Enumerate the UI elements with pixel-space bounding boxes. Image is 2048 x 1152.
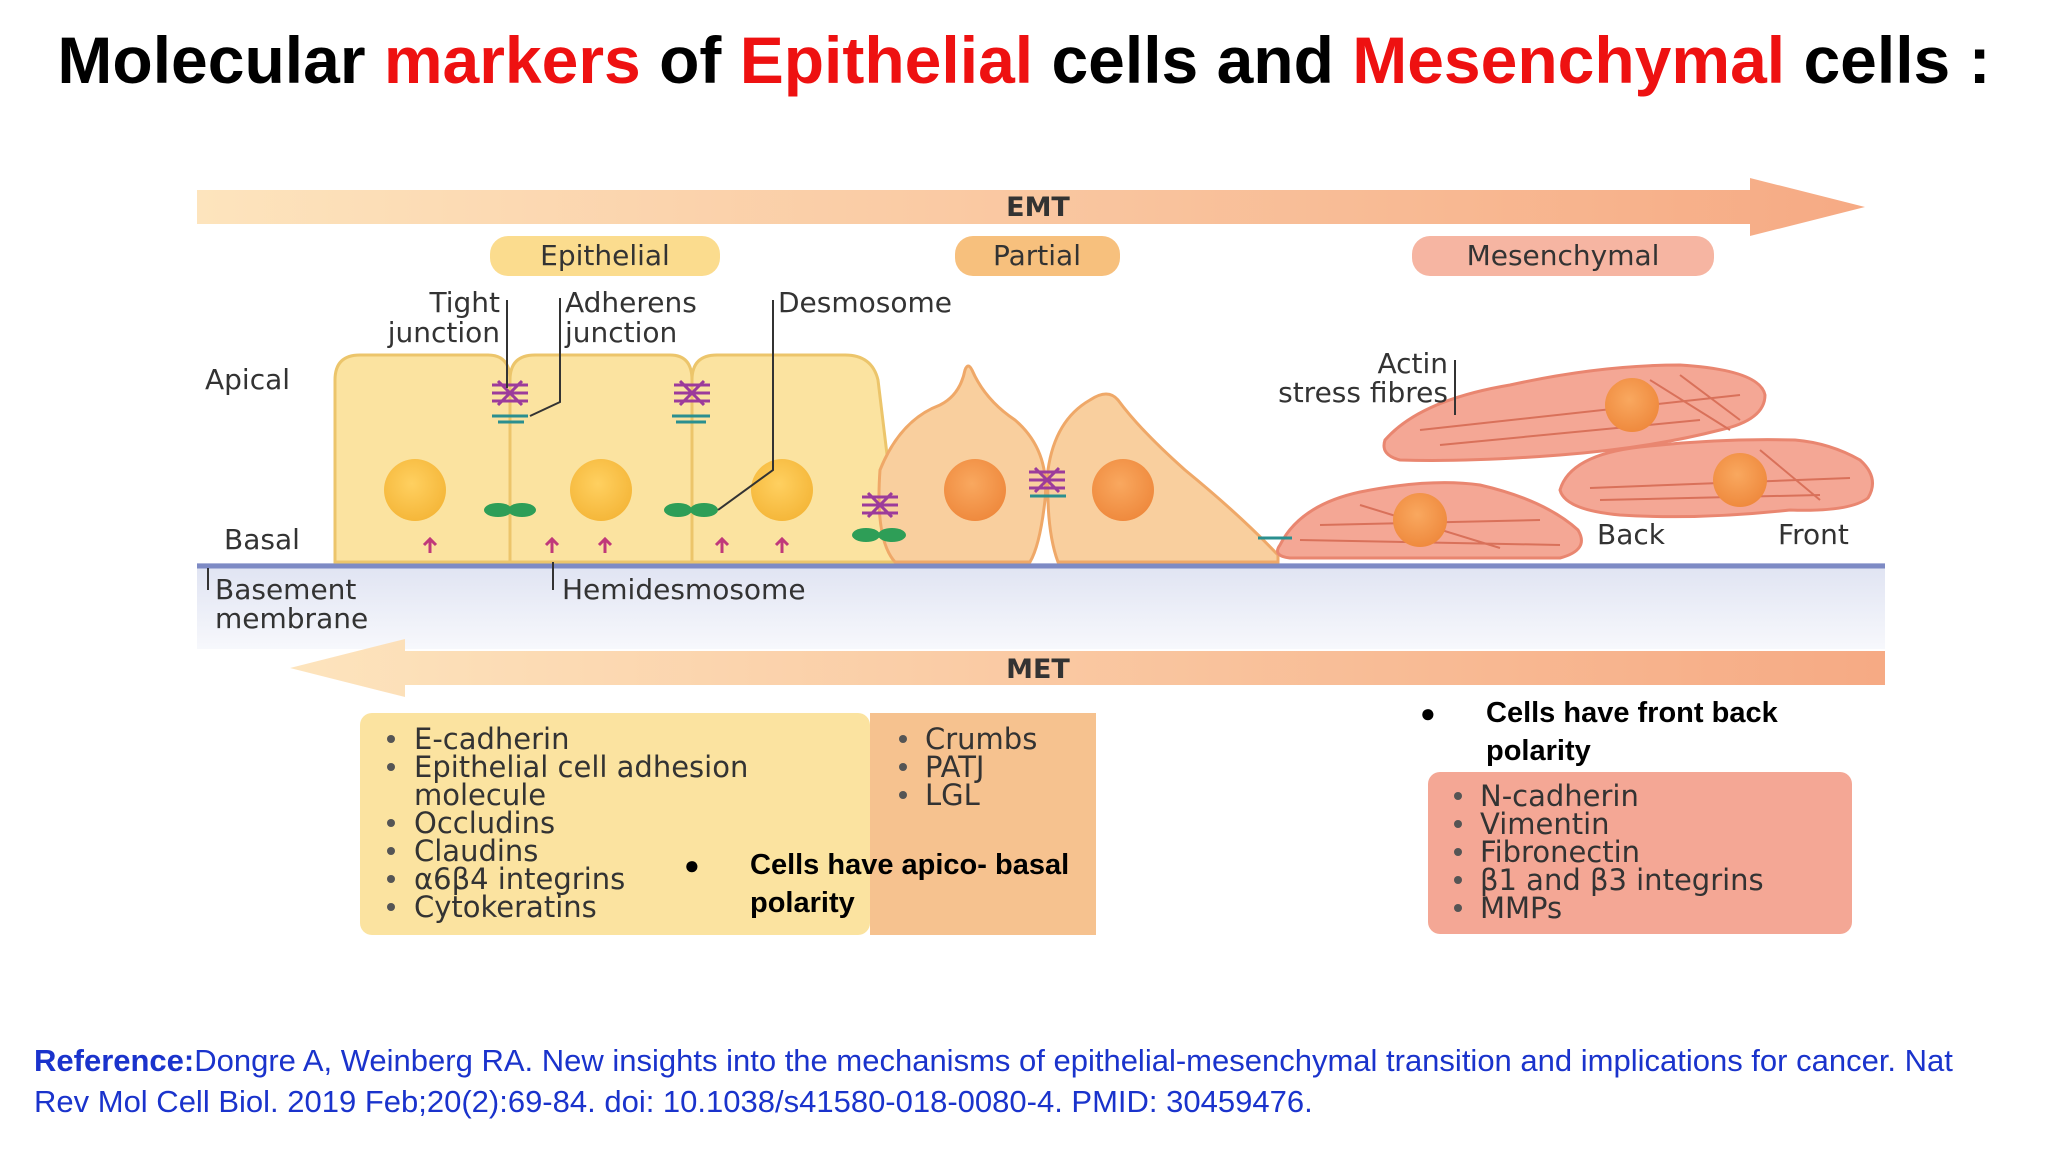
marker-epcam-line1: Epithelial cell adhesion [414,750,748,784]
tight-junctions [492,379,1065,519]
reference-text: Dongre A, Weinberg RA. New insights into… [34,1043,1953,1119]
label-actin-line1: Actin [1377,347,1448,380]
nucleus [944,459,1006,521]
mesenchymal-marker-box: N-cadherin Vimentin Fibronectin β1 and β… [1428,772,1852,934]
marker-n-cadherin: N-cadherin [1480,779,1639,813]
leader-lines [207,298,1456,590]
nucleus [1605,378,1659,432]
reference-label: Reference: [34,1043,195,1078]
emt-arrow: EMT [197,178,1865,236]
marker-claudins: Claudins [414,834,538,868]
marker-e-cadherin: E-cadherin [414,722,570,756]
slide-title: Molecular markers of Epithelial cells an… [57,23,1991,97]
marker-lgl: LGL [925,778,980,812]
reference-citation: Reference:Dongre A, Weinberg RA. New ins… [34,1040,2014,1122]
nucleus [1092,459,1154,521]
epithelial-marker-box: E-cadherin Epithelial cell adhesion mole… [360,713,1096,935]
marker-epcam-line2: molecule [414,778,546,812]
label-actin-line2: stress fibres [1278,376,1448,409]
bullet-dot-icon: ● [684,850,700,880]
nucleus [751,459,813,521]
label-adherens-line1: Adherens [565,286,697,319]
marker-mmps: MMPs [1480,891,1562,925]
basement-membrane [197,563,1885,649]
nucleus [570,459,632,521]
note-front-line1: Cells have front back [1486,697,1778,729]
label-apical: Apical [205,363,290,396]
svg-text:Mesenchymal: Mesenchymal [1467,239,1660,272]
marker-vimentin: Vimentin [1480,807,1610,841]
stage-pill-mesenchymal: Mesenchymal [1412,236,1714,276]
note-front-back-polarity: ● Cells have front back polarity [1420,694,1840,770]
label-desmosome: Desmosome [778,286,952,319]
stage-pill-partial: Partial [955,236,1120,276]
marker-patj: PATJ [925,750,985,784]
label-back: Back [1597,518,1666,551]
met-arrow: MET [290,639,1885,697]
note-front-line2: polarity [1486,735,1591,767]
label-basal: Basal [224,523,300,556]
label-front: Front [1778,518,1849,551]
nucleus [384,459,446,521]
note-apico-line1: Cells have apico- basal [750,849,1070,881]
label-basement-line1: Basement [215,573,356,606]
desmosomes [484,503,906,542]
label-basement-line2: membrane [215,602,368,635]
bullet-dot-icon: ● [1420,698,1436,728]
note-apico-line2: polarity [750,887,855,919]
marker-fibronectin: Fibronectin [1480,835,1640,869]
nucleus [1713,453,1767,507]
marker-cytokeratins: Cytokeratins [414,890,597,924]
hemidesmosomes [422,536,790,553]
label-hemidesmosome: Hemidesmosome [562,573,806,606]
nucleus [1393,493,1447,547]
label-adherens-line2: junction [564,316,677,349]
marker-integrins: α6β4 integrins [414,862,625,896]
svg-text:Epithelial: Epithelial [540,239,670,272]
label-tight-line2: junction [387,316,500,349]
marker-crumbs: Crumbs [925,722,1037,756]
partial-cells [877,364,1280,564]
emt-label: EMT [1006,192,1070,223]
marker-occludins: Occludins [414,806,555,840]
note-apico-basal-polarity: ● Cells have apico- basal polarity [684,846,1104,922]
svg-text:Partial: Partial [993,239,1081,272]
stage-pill-epithelial: Epithelial [490,236,720,276]
adherens-junctions [492,414,1292,540]
met-label: MET [1006,654,1070,685]
label-tight-line1: Tight [428,286,500,319]
epithelial-cells [333,353,902,564]
mesenchymal-cells [1276,363,1874,560]
marker-b1-b3-integrins: β1 and β3 integrins [1480,863,1764,897]
